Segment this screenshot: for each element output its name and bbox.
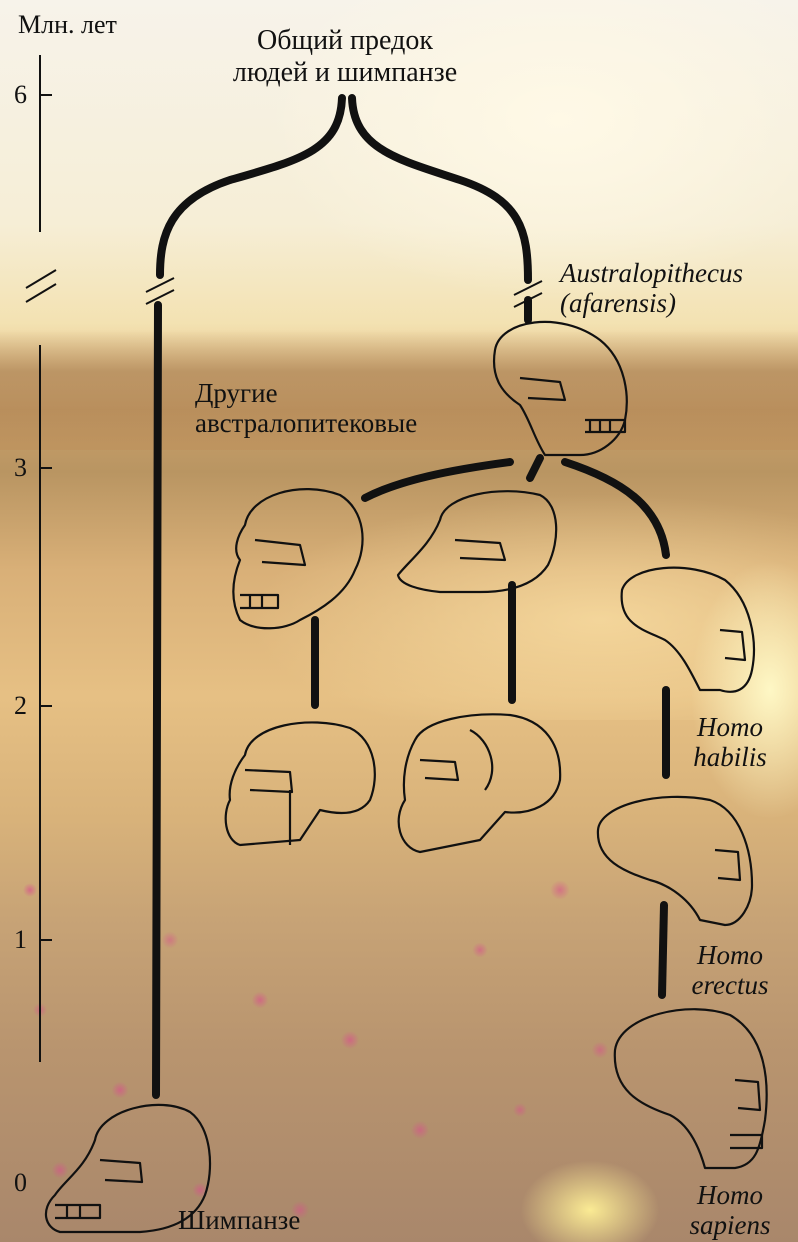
robust-skull-left-icon bbox=[226, 722, 375, 845]
break-left-1 bbox=[146, 278, 174, 292]
australopithecus-skull-icon bbox=[494, 322, 627, 455]
root-title-line1: Общий предок bbox=[195, 25, 495, 57]
branch-australo-to-homo bbox=[565, 462, 666, 555]
other-label-line2: австралопитековые bbox=[195, 408, 417, 438]
branch-break-marks bbox=[146, 278, 542, 307]
homo-sapiens-line2: sapiens bbox=[676, 1210, 784, 1240]
axis-break-mark-1 bbox=[26, 270, 56, 288]
branch-chimp-line bbox=[156, 305, 158, 1095]
other-australopithecines-label: Другие австралопитековые bbox=[195, 378, 417, 438]
branch-root-right bbox=[352, 98, 528, 280]
homo-sapiens-line1: Homo bbox=[676, 1180, 784, 1210]
homo-sapiens-label: Homo sapiens bbox=[676, 1180, 784, 1240]
axis-break-mark-2 bbox=[26, 284, 56, 302]
scale-tick-0-label: 0 bbox=[14, 1170, 27, 1196]
homo-erectus-line1: Homo bbox=[680, 940, 780, 970]
homo-habilis-line2: habilis bbox=[680, 742, 780, 772]
root-title-line2: людей и шимпанзе bbox=[195, 57, 495, 89]
australopithecus-label-line2: (afarensis) bbox=[560, 288, 743, 318]
homo-habilis-label: Homo habilis bbox=[680, 712, 780, 772]
robust-skull-middle-icon bbox=[399, 714, 560, 852]
scale-tick-1-label: 1 bbox=[14, 927, 27, 953]
scale-tick-3-label: 3 bbox=[14, 455, 27, 481]
other-australo-skull-2-icon bbox=[398, 491, 556, 592]
homo-erectus-skull-icon bbox=[598, 797, 752, 925]
branch-homo-erectus bbox=[662, 905, 664, 995]
scale-tick-6-label: 6 bbox=[14, 82, 27, 108]
scale-tick-2-label: 2 bbox=[14, 693, 27, 719]
scale-label: Млн. лет bbox=[18, 12, 117, 38]
branch-australo-to-middle bbox=[530, 458, 540, 478]
other-label-line1: Другие bbox=[195, 378, 417, 408]
homo-habilis-line1: Homo bbox=[680, 712, 780, 742]
australopithecus-label-line1: Australopithecus bbox=[560, 258, 743, 288]
australopithecus-label: Australopithecus (afarensis) bbox=[560, 258, 743, 318]
branch-root-left bbox=[160, 98, 342, 275]
other-australo-skull-1-icon bbox=[233, 489, 362, 628]
root-title: Общий предок людей и шимпанзе bbox=[195, 25, 495, 89]
homo-erectus-label: Homo erectus bbox=[680, 940, 780, 1000]
chimpanzee-label: Шимпанзе bbox=[178, 1205, 300, 1235]
homo-erectus-line2: erectus bbox=[680, 970, 780, 1000]
homo-habilis-skull-icon bbox=[622, 568, 754, 692]
homo-sapiens-skull-icon bbox=[615, 1009, 767, 1168]
time-axis bbox=[26, 55, 56, 1062]
